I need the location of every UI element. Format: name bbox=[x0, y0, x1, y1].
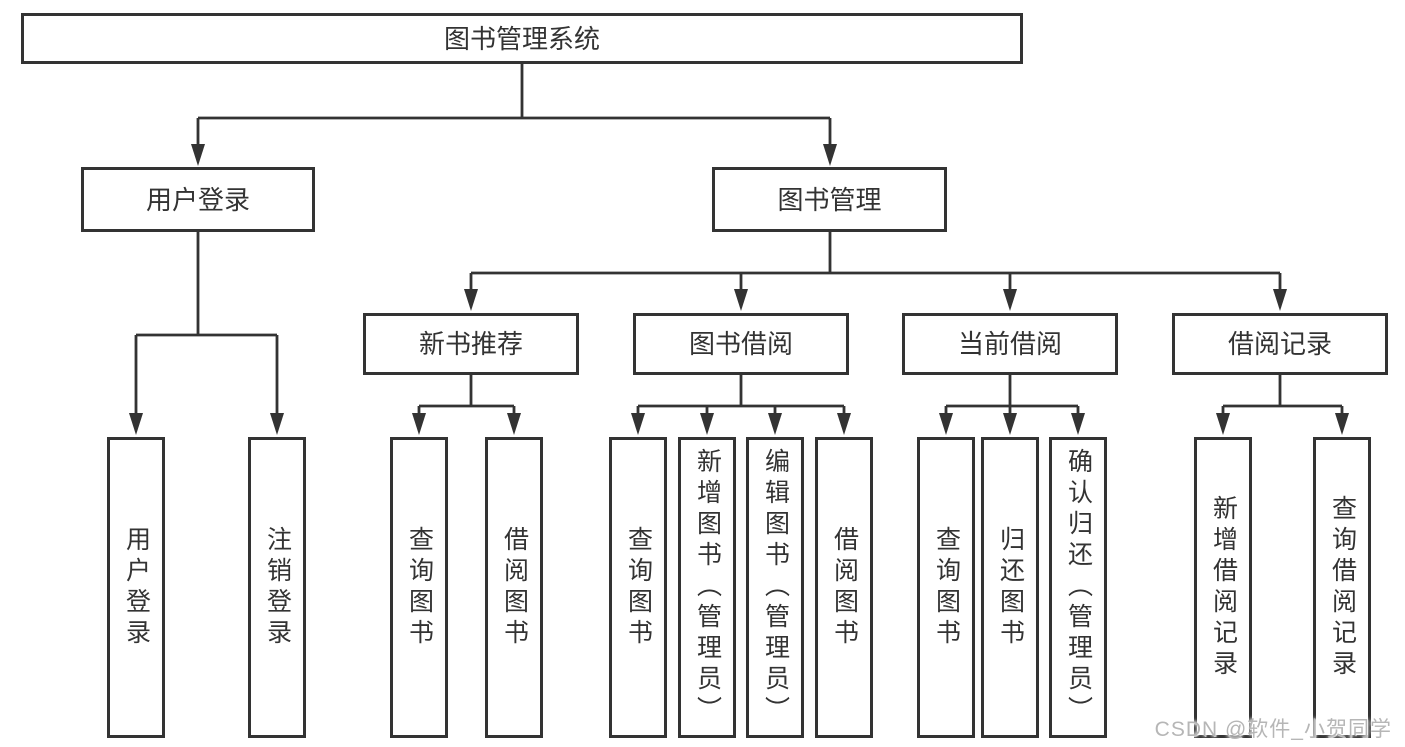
arrow-down-icon bbox=[700, 413, 714, 435]
leaf-query-books-newbook: 查询图书 bbox=[390, 437, 448, 738]
arrow-down-icon bbox=[1335, 413, 1349, 435]
leaf-query-books-current: 查询图书 bbox=[917, 437, 975, 738]
node-library-system: 图书管理系统 bbox=[21, 13, 1023, 64]
node-book-management: 图书管理 bbox=[712, 167, 947, 232]
arrow-down-icon bbox=[1003, 289, 1017, 311]
leaf-query-borrow-record: 查询借阅记录 bbox=[1313, 437, 1371, 738]
leaf-edit-book-admin: 编辑图书（管理员） bbox=[746, 437, 804, 738]
arrow-down-icon bbox=[1273, 289, 1287, 311]
arrow-down-icon bbox=[464, 289, 478, 311]
connector-root-to-level2 bbox=[196, 64, 832, 150]
arrow-down-icon bbox=[1003, 413, 1017, 435]
arrow-down-icon bbox=[631, 413, 645, 435]
leaf-confirm-return-admin: 确认归还（管理员） bbox=[1049, 437, 1107, 738]
leaf-add-borrow-record: 新增借阅记录 bbox=[1194, 437, 1252, 738]
arrow-down-icon bbox=[823, 144, 837, 166]
arrow-down-icon bbox=[270, 413, 284, 435]
leaf-logout: 注销登录 bbox=[248, 437, 306, 738]
leaf-return-books: 归还图书 bbox=[981, 437, 1039, 738]
connector-records-to-leaves bbox=[1221, 375, 1344, 418]
watermark-text: CSDN @软件_小贺同学 bbox=[1154, 718, 1392, 741]
connector-current-to-leaves bbox=[944, 375, 1080, 418]
arrow-down-icon bbox=[768, 413, 782, 435]
arrowheads bbox=[129, 144, 1349, 435]
node-current-borrowing: 当前借阅 bbox=[902, 313, 1118, 375]
arrow-down-icon bbox=[1071, 413, 1085, 435]
connector-newbook-to-leaves bbox=[417, 375, 516, 418]
node-user-login: 用户登录 bbox=[81, 167, 315, 232]
arrow-down-icon bbox=[1216, 413, 1230, 435]
arrow-down-icon bbox=[129, 413, 143, 435]
node-book-borrowing: 图书借阅 bbox=[633, 313, 849, 375]
leaf-user-login: 用户登录 bbox=[107, 437, 165, 738]
leaf-borrow-books-borrowing: 借阅图书 bbox=[815, 437, 873, 738]
leaf-borrow-books-newbook: 借阅图书 bbox=[485, 437, 543, 738]
leaf-add-book-admin: 新增图书（管理员） bbox=[678, 437, 736, 738]
arrow-down-icon bbox=[191, 144, 205, 166]
connector-borrowing-to-leaves bbox=[636, 375, 846, 418]
connector-management-to-level3 bbox=[469, 232, 1282, 294]
arrow-down-icon bbox=[837, 413, 851, 435]
arrow-down-icon bbox=[939, 413, 953, 435]
arrow-down-icon bbox=[734, 289, 748, 311]
node-new-book-recommendation: 新书推荐 bbox=[363, 313, 579, 375]
leaf-query-books-borrowing: 查询图书 bbox=[609, 437, 667, 738]
arrow-down-icon bbox=[412, 413, 426, 435]
connector-login-to-leaves bbox=[134, 232, 279, 418]
arrow-down-icon bbox=[507, 413, 521, 435]
node-borrowing-records: 借阅记录 bbox=[1172, 313, 1388, 375]
